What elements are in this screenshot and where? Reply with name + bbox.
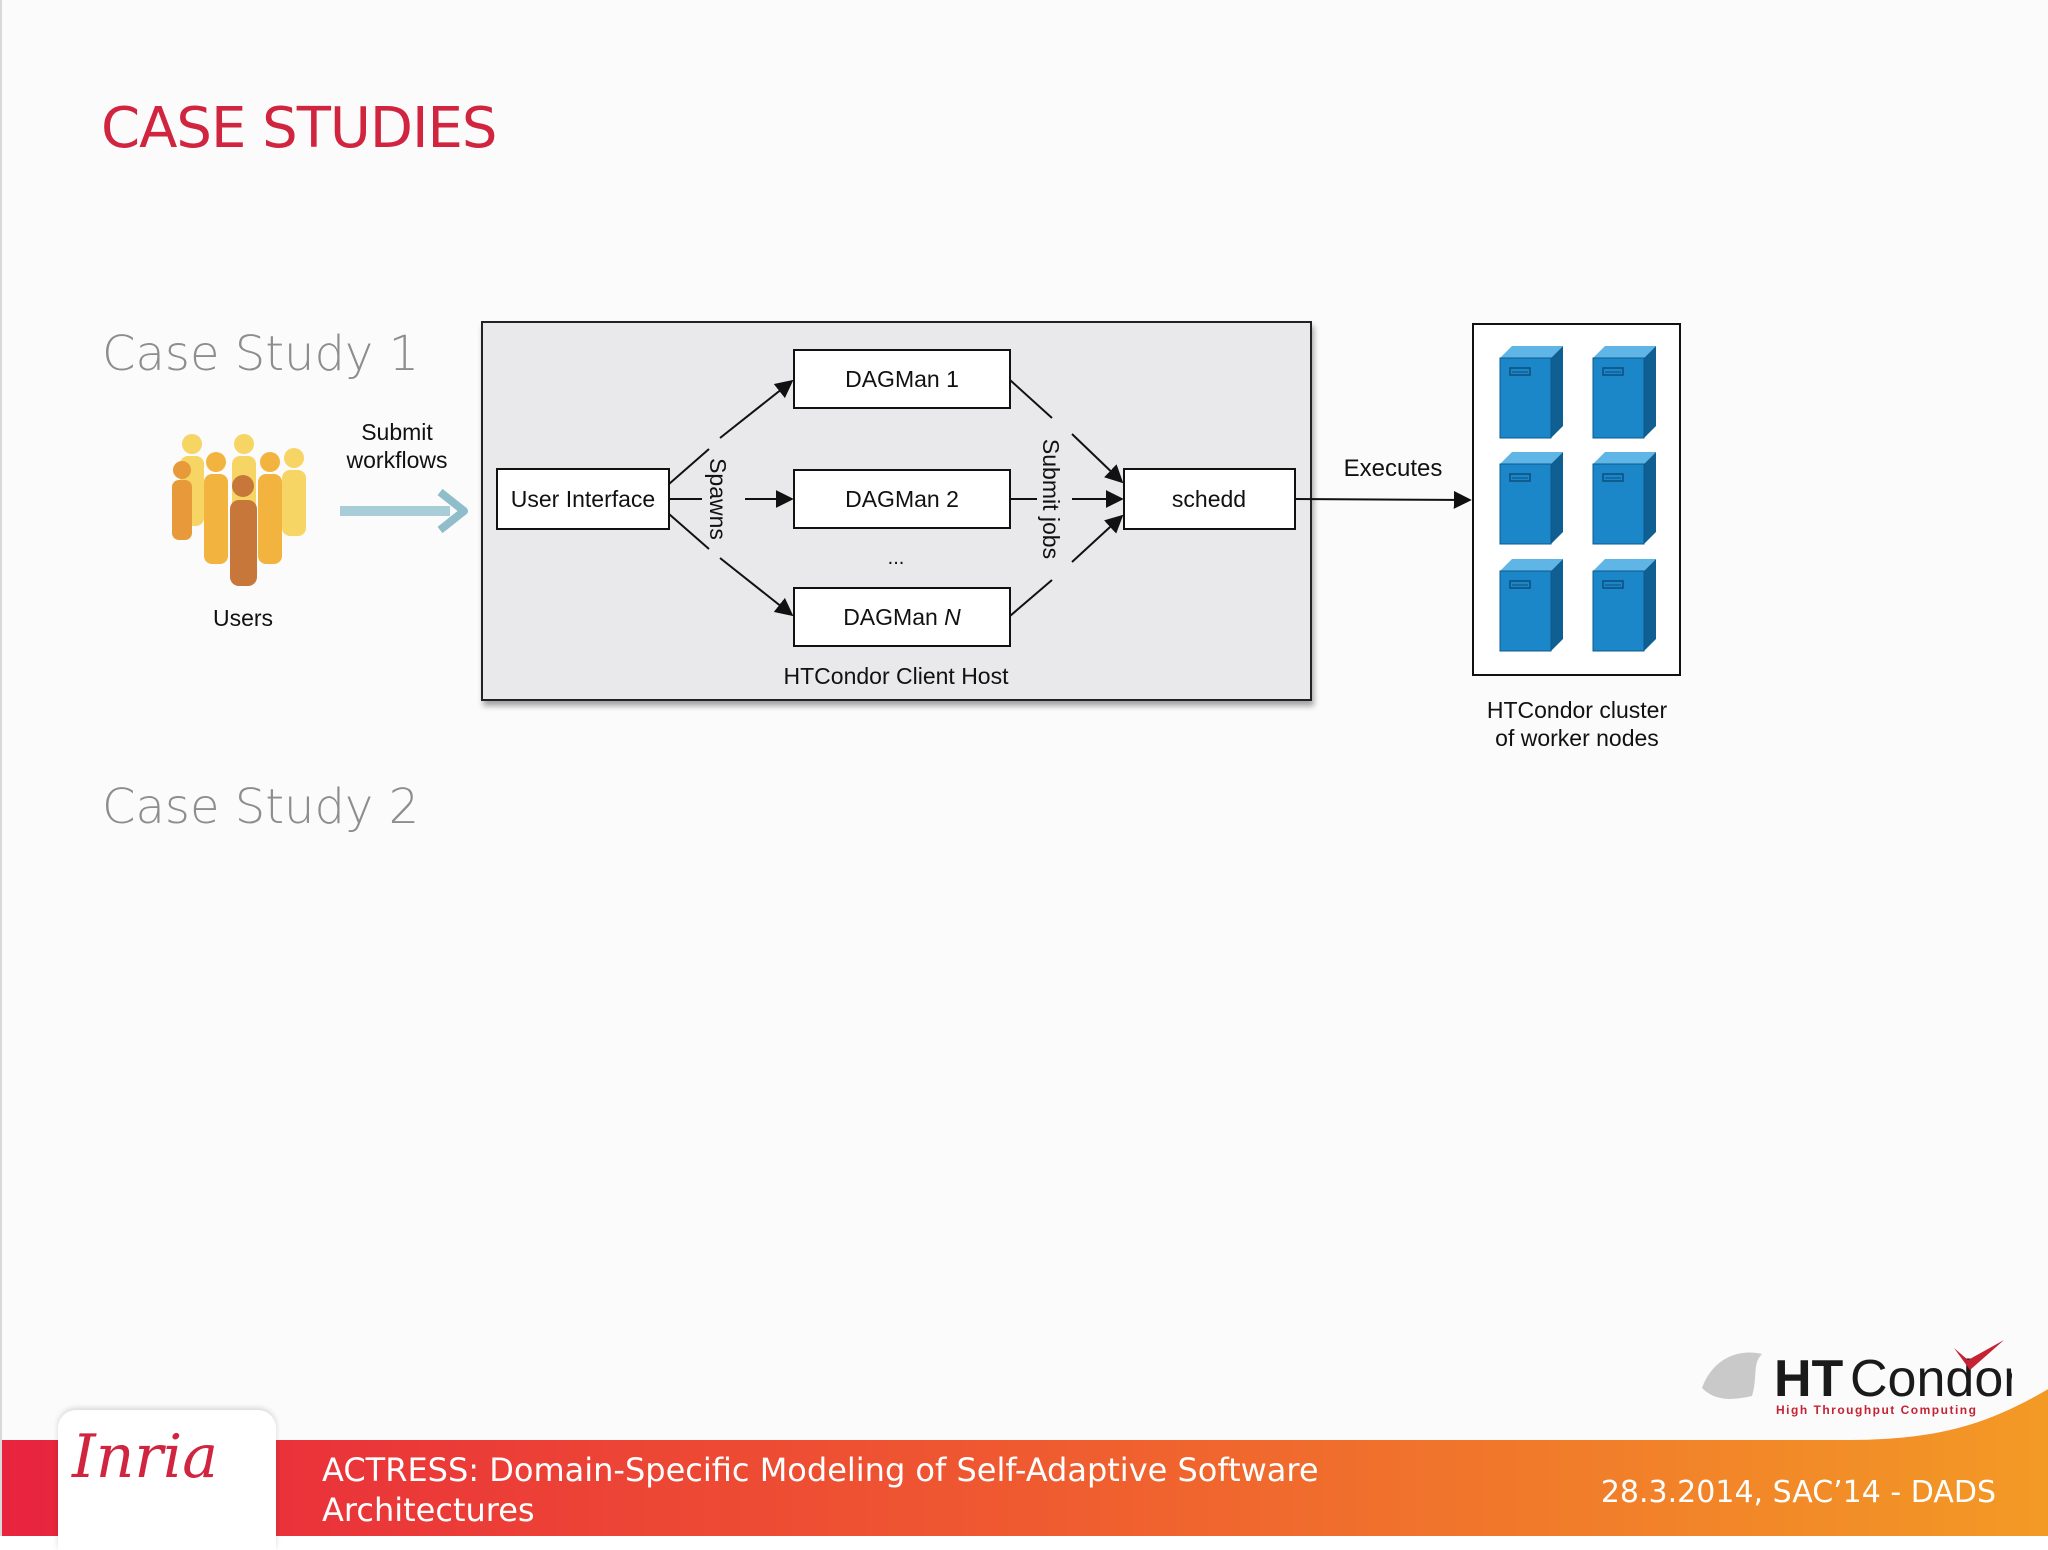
client-host-label: HTCondor Client Host: [784, 663, 1010, 689]
submit-arrow-icon: [340, 488, 468, 534]
user-interface-label: User Interface: [511, 486, 655, 512]
server-icon: [1499, 452, 1563, 545]
logo-tagline: High Throughput Computing: [1776, 1403, 1977, 1417]
talk-title-line2: Architectures: [322, 1491, 535, 1529]
schedd-label: schedd: [1172, 486, 1246, 512]
submit-label-line2: workflows: [346, 447, 448, 473]
spawns-arrows: [668, 379, 794, 617]
server-icon: [1592, 346, 1656, 439]
submit-label-line1: Submit: [361, 419, 433, 445]
dagman-1-label: DAGMan 1: [845, 366, 959, 392]
dagman-n-label: DAGMan N: [843, 604, 961, 630]
dagman-1-box: [793, 349, 1011, 409]
server-icon: [1499, 559, 1563, 652]
dagman-2-label: DAGMan 2: [845, 486, 959, 512]
condor-head-icon: [1702, 1352, 1762, 1399]
dagman-n-box: [793, 587, 1011, 647]
executes-arrow: [1294, 490, 1472, 509]
server-icon: [1499, 346, 1563, 439]
inria-logo: Inria: [72, 1422, 218, 1492]
users-icon: [172, 434, 306, 586]
date-venue: 28.3.2014, SAC’14 - DADS: [1600, 1475, 1996, 1510]
cluster-label-line1: HTCondor cluster: [1487, 697, 1668, 723]
logo-checkmark-icon: [1954, 1340, 2004, 1370]
submit-jobs-arrows: [1009, 379, 1124, 617]
case-study-2-heading: Case Study 2: [102, 779, 420, 835]
footer-band: [2, 1389, 2048, 1536]
logo-ht: HT: [1774, 1350, 1844, 1408]
server-icon: [1592, 559, 1656, 652]
spawns-label: Spawns: [705, 458, 731, 540]
server-icon: [1592, 452, 1656, 545]
slide-title: CASE STUDIES: [101, 96, 497, 161]
cluster-label-line2: of worker nodes: [1495, 725, 1659, 751]
inria-logo-box: [58, 1410, 276, 1550]
dagman-ellipsis: ...: [888, 547, 905, 569]
talk-title: ACTRESS: Domain-Specific Modeling of Sel…: [322, 1450, 1319, 1530]
executes-label: Executes: [1344, 455, 1443, 482]
talk-title-line1: ACTRESS: Domain-Specific Modeling of Sel…: [322, 1451, 1319, 1489]
schedd-box: [1123, 468, 1296, 530]
case-study-1-heading: Case Study 1: [102, 326, 420, 382]
server-icons: [1499, 346, 1656, 652]
logo-condor: Condor: [1850, 1350, 2012, 1408]
submit-jobs-label: Submit jobs: [1038, 439, 1064, 559]
users-label: Users: [213, 605, 273, 631]
htcondor-logo: HT Condor High Throughput Computing: [1702, 1340, 2012, 1417]
